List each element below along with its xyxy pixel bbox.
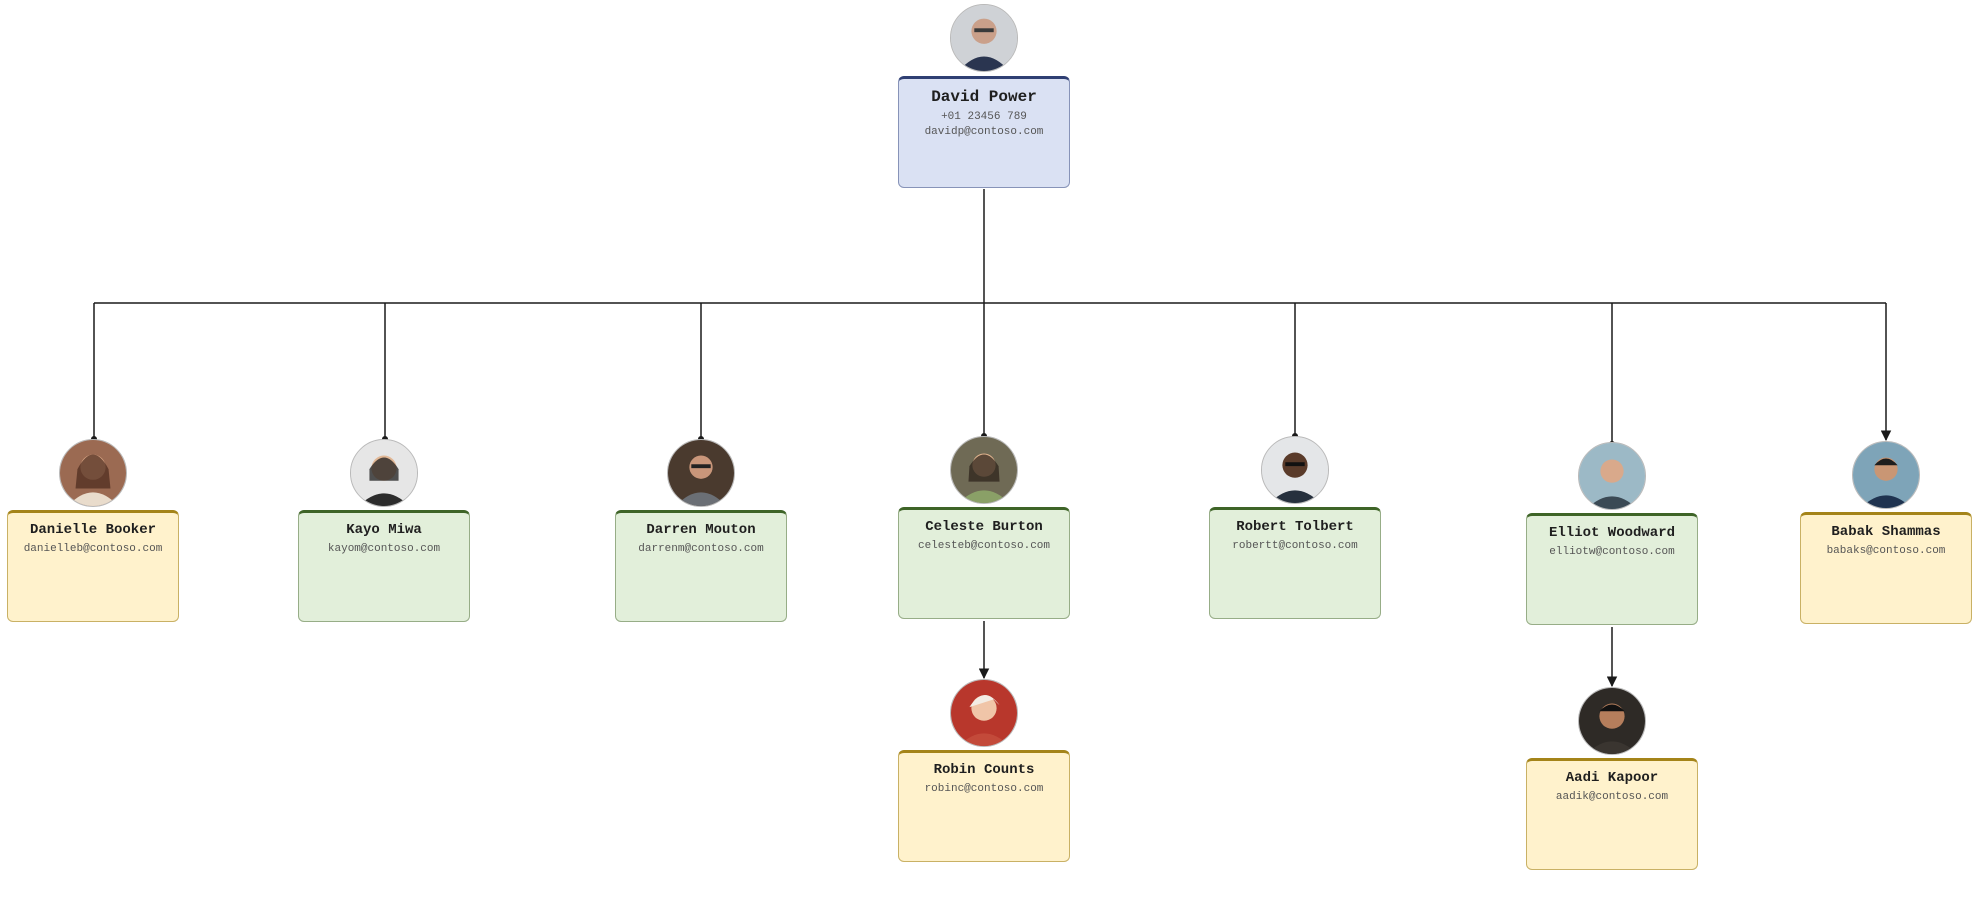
person-name: Robert Tolbert [1236,519,1354,535]
person-email: babaks@contoso.com [1826,545,1946,557]
avatar-photo [950,436,1018,504]
person-name: Robin Counts [933,762,1035,778]
org-card: Darren Mouton darrenm@contoso.com [615,510,787,622]
person-email: darrenm@contoso.com [638,543,764,555]
org-card: David Power +01 23456 789 davidp@contoso… [898,76,1070,188]
person-name: Kayo Miwa [346,522,422,538]
person-name: Babak Shammas [1831,524,1941,540]
person-name: Danielle Booker [29,522,157,538]
org-card: Celeste Burton celesteb@contoso.com [898,507,1070,619]
person-name: Aadi Kapoor [1565,770,1659,786]
avatar-photo [1578,442,1646,510]
avatar-photo [350,439,418,507]
avatar-photo [1578,687,1646,755]
person-email: davidp@contoso.com [924,126,1044,138]
person-email: robertt@contoso.com [1232,540,1358,552]
org-card: Robin Counts robinc@contoso.com [898,750,1070,862]
avatar-photo [1261,436,1329,504]
avatar-photo [667,439,735,507]
person-phone: +01 23456 789 [941,111,1027,123]
person-email: danielleb@contoso.com [23,543,163,555]
org-card: Babak Shammas babaks@contoso.com [1800,512,1972,624]
org-card: Elliot Woodward elliotw@contoso.com [1526,513,1698,625]
avatar-photo [950,4,1018,72]
person-name: Celeste Burton [925,519,1043,535]
org-card: Robert Tolbert robertt@contoso.com [1209,507,1381,619]
org-card: Aadi Kapoor aadik@contoso.com [1526,758,1698,870]
person-email: aadik@contoso.com [1555,791,1669,803]
avatar-photo [59,439,127,507]
avatar-photo [1852,441,1920,509]
org-card: Kayo Miwa kayom@contoso.com [298,510,470,622]
person-name: Darren Mouton [646,522,756,538]
person-email: robinc@contoso.com [924,783,1044,795]
person-name: Elliot Woodward [1548,525,1676,541]
person-name: David Power [931,88,1037,106]
avatar-photo [950,679,1018,747]
person-email: elliotw@contoso.com [1549,546,1675,558]
org-card: Danielle Booker danielleb@contoso.com [7,510,179,622]
person-email: kayom@contoso.com [327,543,441,555]
person-email: celesteb@contoso.com [917,540,1051,552]
